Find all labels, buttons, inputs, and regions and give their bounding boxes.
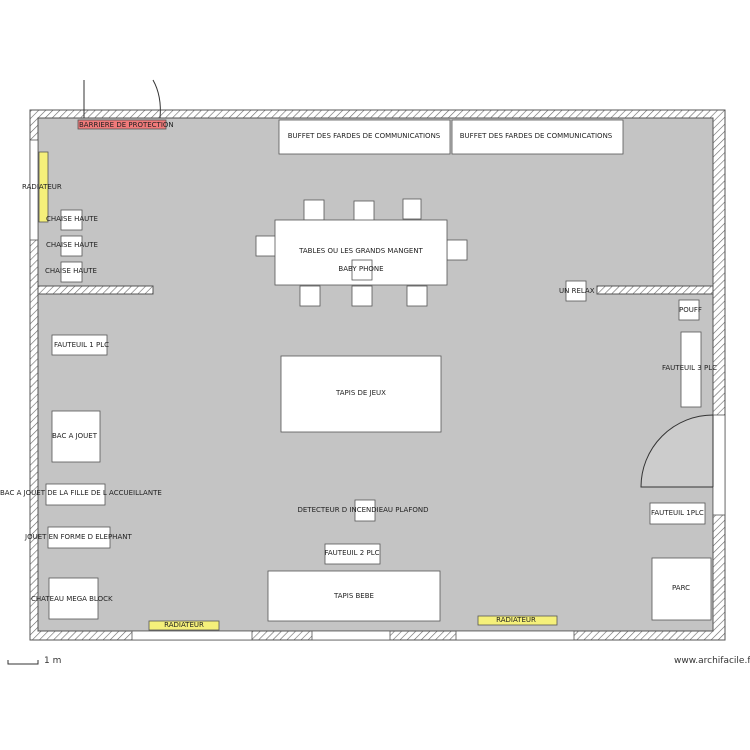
chair-top-2 bbox=[353, 200, 375, 222]
armchair-3plc-label: FAUTEUIL 3 PLC bbox=[662, 364, 717, 372]
baby-phone-label: BABY PHONE bbox=[338, 265, 384, 273]
radiator-bottom-left bbox=[148, 620, 220, 631]
playpen-label: PARC bbox=[672, 584, 690, 592]
play-mat bbox=[280, 355, 442, 433]
radiator-left bbox=[38, 151, 49, 223]
chair-bottom-2 bbox=[351, 285, 373, 307]
relax-label: UN RELAX bbox=[559, 287, 595, 295]
play-mat-label: TAPIS DE JEUX bbox=[336, 389, 386, 397]
armchair-2plc bbox=[324, 543, 381, 565]
chair-bottom-3 bbox=[406, 285, 428, 307]
high-chair-3-label: CHAISE HAUTE bbox=[45, 267, 97, 275]
entrance-door-swing bbox=[152, 79, 161, 119]
armchair-3plc bbox=[680, 331, 702, 408]
window-bottom-2 bbox=[311, 630, 391, 641]
armchair-2plc-label: FAUTEUIL 2 PLC bbox=[324, 549, 380, 557]
mega-block-castle bbox=[48, 577, 99, 620]
armchair-1plc-left bbox=[51, 334, 108, 356]
playpen bbox=[651, 557, 712, 621]
window-left bbox=[29, 139, 39, 241]
buffet-2-label: BUFFET DES FARDES DE COMMUNICATIONS bbox=[459, 132, 613, 140]
buffet-1 bbox=[278, 119, 451, 155]
table-label: TABLES OU LES GRANDS MANGENT bbox=[299, 247, 423, 255]
baby-mat bbox=[267, 570, 441, 622]
buffet-1-label: BUFFET DES FARDES DE COMMUNICATIONS bbox=[287, 132, 441, 140]
scale-bar bbox=[7, 660, 39, 665]
toy-box-daughter bbox=[45, 483, 106, 506]
chair-bottom-1 bbox=[299, 285, 321, 307]
radiator-bottom-right-label: RADIATEUR bbox=[496, 616, 536, 624]
high-chair-2 bbox=[60, 235, 83, 257]
radiator-bottom-left-label: RADIATEUR bbox=[164, 621, 204, 629]
relax-seat bbox=[565, 280, 587, 302]
mega-block-label: CHATEAU MEGA BLOCK bbox=[31, 595, 113, 603]
smoke-detector bbox=[354, 499, 376, 522]
high-chair-1 bbox=[60, 209, 83, 231]
door-opening-right bbox=[712, 414, 726, 516]
baby-phone bbox=[351, 259, 373, 281]
partition-wall-left bbox=[37, 285, 154, 295]
chair-top-3 bbox=[402, 198, 422, 220]
high-chair-3 bbox=[60, 261, 83, 283]
barrier-label: BARRIERE DE PROTECTION bbox=[79, 121, 174, 129]
baby-mat-label: TAPIS BEBE bbox=[334, 592, 374, 600]
armchair-1plc-left-label: FAUTEUIL 1 PLC bbox=[54, 341, 109, 349]
pouf bbox=[678, 299, 700, 321]
armchair-1plc-right bbox=[649, 502, 706, 525]
window-bottom-3 bbox=[455, 630, 575, 641]
radiator-left-label: RADIATEUR bbox=[22, 183, 62, 191]
window-bottom-1 bbox=[131, 630, 253, 641]
buffet-2 bbox=[451, 119, 624, 155]
chair-top-1 bbox=[303, 199, 325, 221]
chair-right bbox=[446, 239, 468, 261]
pouf-label: POUFF bbox=[679, 306, 702, 314]
armchair-1plc-right-label: FAUTEUIL 1PLC bbox=[651, 509, 704, 517]
scale-label: 1 m bbox=[44, 656, 62, 666]
elephant-toy-label: JOUET EN FORME D ELEPHANT bbox=[25, 533, 132, 541]
high-chair-1-label: CHAISE HAUTE bbox=[46, 215, 98, 223]
elephant-toy bbox=[47, 526, 111, 549]
toy-box-daughter-label: BAC A JOUET DE LA FILLE DE L ACCUEILLANT… bbox=[0, 489, 162, 497]
door-swing-right bbox=[640, 414, 714, 488]
partition-wall-right bbox=[596, 285, 714, 295]
toy-box-label: BAC A JOUET bbox=[52, 432, 97, 440]
radiator-bottom-right bbox=[477, 615, 558, 626]
toy-box bbox=[51, 410, 101, 463]
protection-barrier bbox=[77, 119, 167, 130]
high-chair-2-label: CHAISE HAUTE bbox=[46, 241, 98, 249]
watermark: www.archifacile.fr bbox=[674, 656, 750, 666]
smoke-detector-label: DETECTEUR D INCENDIEAU PLAFOND bbox=[297, 506, 429, 514]
chair-left bbox=[255, 235, 277, 257]
